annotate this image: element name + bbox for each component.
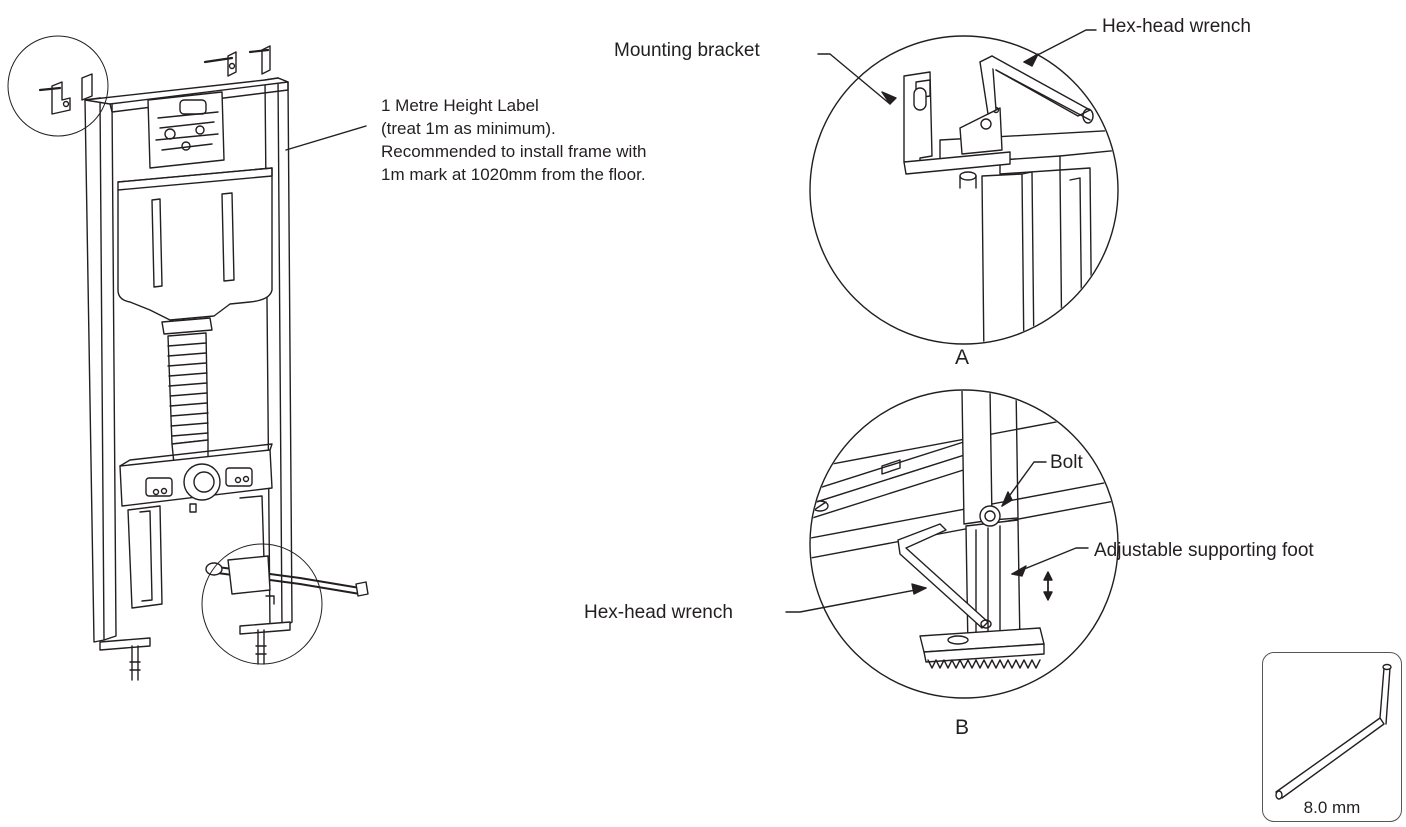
detail-letter-b: B bbox=[955, 716, 970, 739]
note-line: 1 Metre Height Label bbox=[381, 96, 539, 115]
label-mounting-bracket: Mounting bracket bbox=[614, 40, 760, 61]
tool-callout: 8.0 mm bbox=[1262, 652, 1402, 822]
note-line: 1m mark at 1020mm from the floor. bbox=[381, 165, 646, 184]
detail-letter-a: A bbox=[955, 346, 970, 369]
label-bolt: Bolt bbox=[1050, 452, 1083, 473]
detail-b bbox=[785, 389, 1119, 699]
label-adjustable-foot: Adjustable supporting foot bbox=[1094, 540, 1314, 561]
flush-pipe bbox=[161, 317, 213, 465]
hex-key-icon bbox=[1275, 663, 1392, 800]
tool-size-label: 8.0 mm bbox=[1303, 798, 1361, 817]
note-line: Recommended to install frame with bbox=[381, 142, 647, 161]
height-label-note: 1 Metre Height Label (treat 1m as minimu… bbox=[381, 94, 647, 186]
label-hex-wrench-a: Hex-head wrench bbox=[1102, 16, 1251, 37]
detail-a bbox=[809, 29, 1119, 345]
label-hex-wrench-b: Hex-head wrench bbox=[584, 602, 733, 623]
note-line: (treat 1m as minimum). bbox=[381, 119, 556, 138]
wall-frame bbox=[7, 35, 369, 681]
